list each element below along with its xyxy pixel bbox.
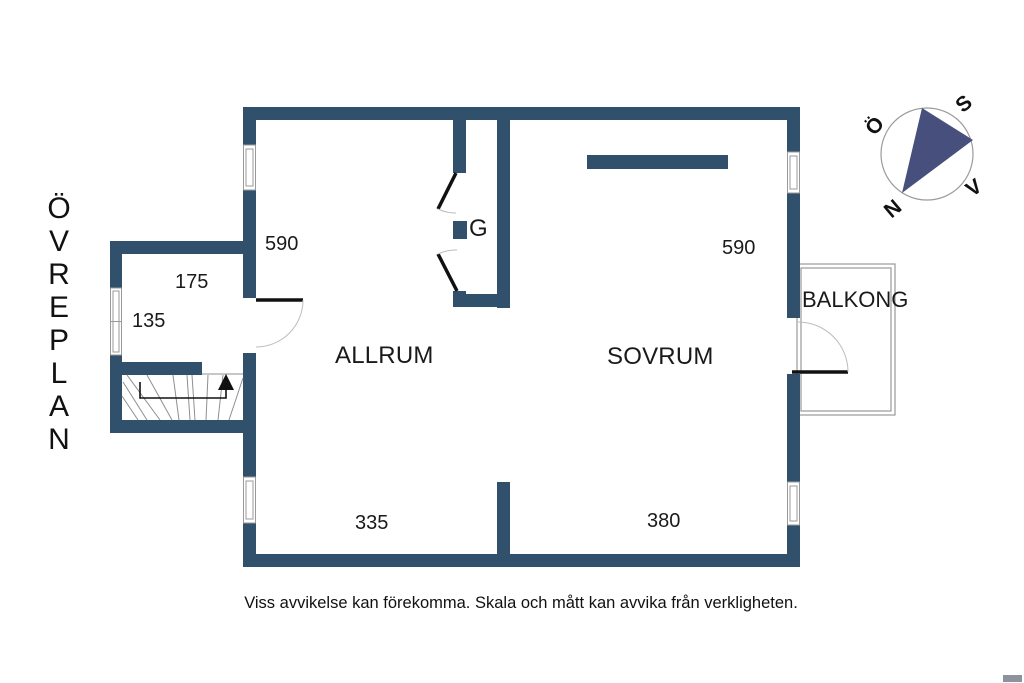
floor-title-letter: A — [48, 390, 69, 423]
wall-closet-mid-block — [453, 221, 467, 239]
measurement-hall-depth: 135 — [132, 310, 166, 332]
watermark — [1003, 675, 1022, 682]
door-closet-upper — [436, 172, 458, 214]
wardrobe-bar — [587, 155, 728, 169]
balcony-outline — [796, 263, 896, 416]
floor-title: Ö V R E P L A N — [40, 192, 78, 456]
room-label-balkong: BALKONG — [802, 287, 909, 312]
measurement-bottom-right: 380 — [647, 510, 681, 532]
window-annex — [110, 287, 122, 356]
disclaimer-text: Viss avvikelse kan förekomma. Skala och … — [244, 594, 798, 612]
floor-title-letter: R — [48, 258, 70, 291]
measurement-top-left: 590 — [265, 233, 299, 255]
wall-annex-bottom — [110, 420, 243, 433]
wall-top — [243, 107, 800, 120]
compass: Ö S V N — [861, 91, 986, 223]
compass-north-label: N — [880, 195, 906, 222]
door-hall — [255, 298, 304, 348]
stairs-walkline — [139, 382, 227, 399]
floor-title-letter: N — [48, 423, 70, 456]
floor-title-letter: L — [50, 357, 68, 390]
wall-bottom — [243, 554, 800, 567]
floor-title-letter: E — [48, 291, 69, 324]
wall-closet-connector — [453, 294, 510, 307]
wall-stair-top — [110, 362, 202, 375]
room-label-sovrum: SOVRUM — [607, 343, 714, 370]
wall-divider-bottom — [497, 482, 510, 554]
floor-title-letter: V — [48, 225, 69, 258]
wall-annex-top — [110, 241, 256, 254]
stairs — [121, 373, 244, 421]
window-right-top — [787, 151, 800, 194]
wall-right-upper — [787, 107, 800, 318]
floor-title-letter: Ö — [47, 192, 71, 225]
measurement-top-right: 590 — [722, 237, 756, 259]
wall-closet-stub-top — [453, 120, 466, 173]
wall-left-lower — [243, 353, 256, 567]
walls — [110, 107, 800, 567]
measurement-hall-width: 175 — [175, 271, 209, 293]
compass-needle — [902, 108, 973, 193]
compass-south-label: S — [951, 91, 977, 118]
window-right-bottom — [787, 481, 800, 526]
stairs-up-arrow — [218, 374, 234, 390]
window-left-bottom — [243, 476, 256, 524]
measurement-bottom-left: 335 — [355, 512, 389, 534]
room-label-garderob: G — [469, 215, 488, 242]
wall-right-lower — [787, 374, 800, 567]
wall-left-upper — [243, 107, 256, 298]
door-balcony — [792, 321, 849, 374]
wall-divider-top — [497, 120, 510, 308]
door-closet-lower — [436, 249, 459, 292]
room-label-allrum: ALLRUM — [335, 342, 434, 369]
window-left-top — [243, 144, 256, 191]
floor-title-letter: P — [48, 324, 69, 357]
